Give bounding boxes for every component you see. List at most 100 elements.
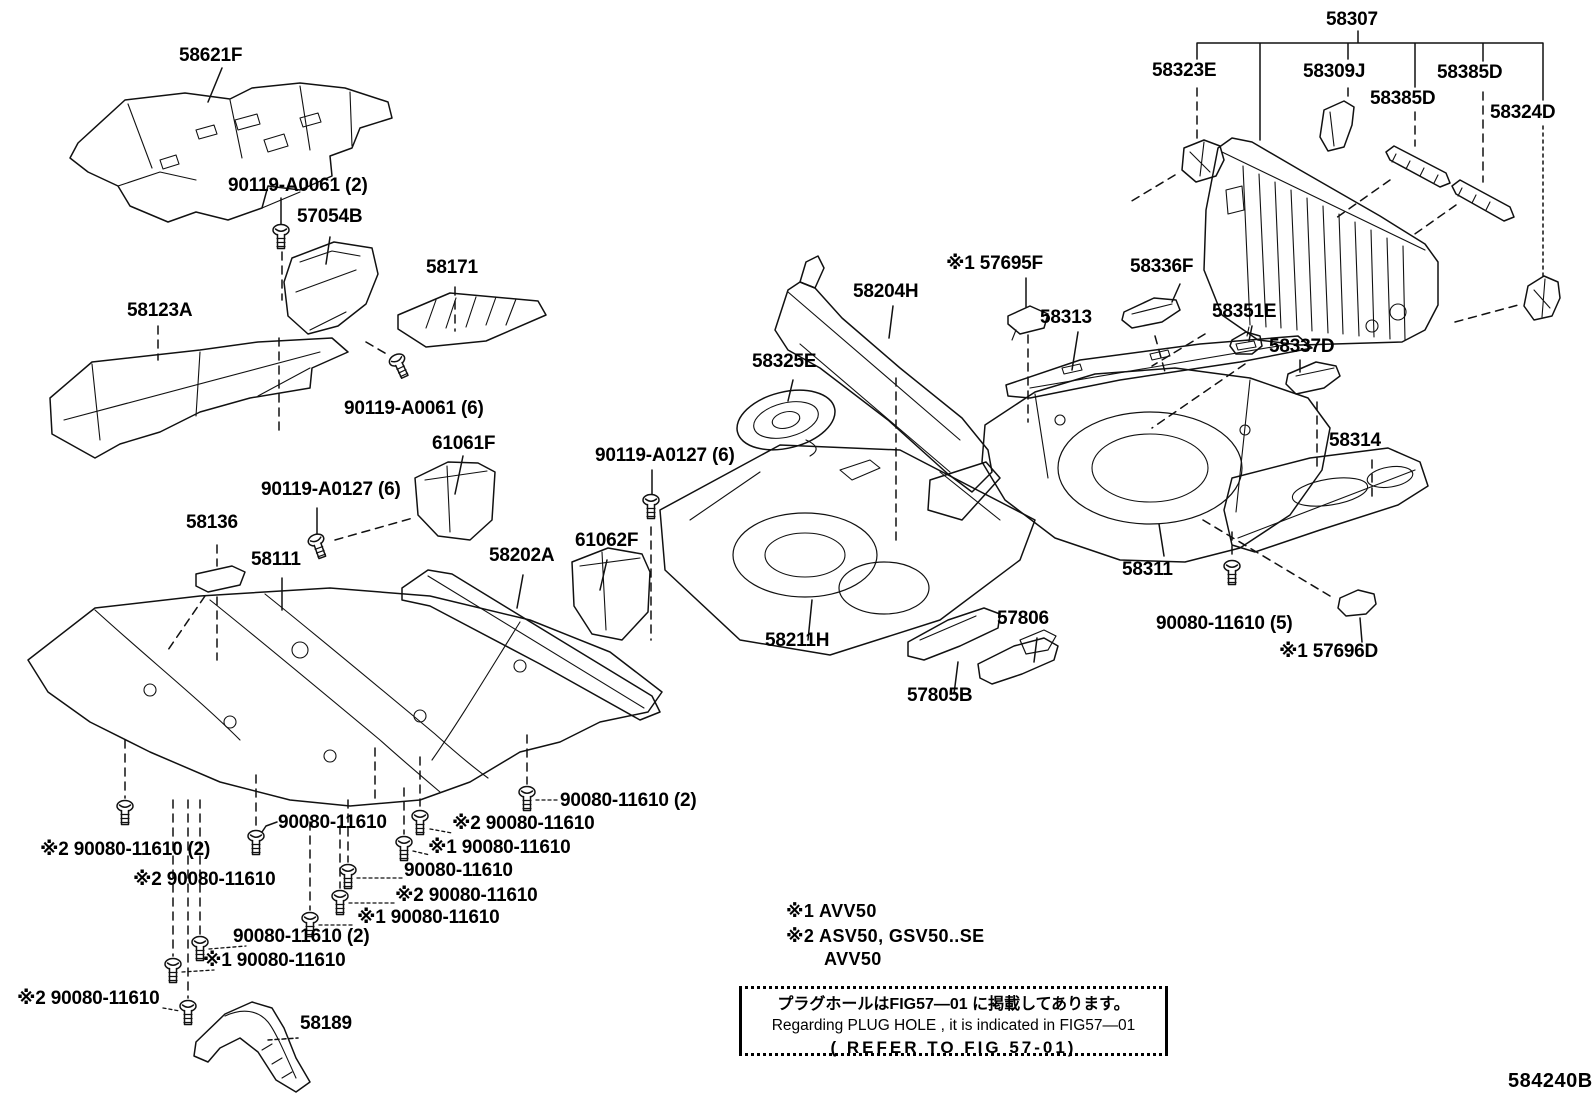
part-drawing-58313 [1005,335,1313,399]
legend-note-2: ※2 ASV50, GSV50..SE [786,926,985,946]
part-drawing-58111 [27,587,663,807]
bolt-icon [339,863,357,890]
part-drawing-58351E [1229,326,1263,355]
part-drawing-58325E [736,389,836,457]
callout-bracket-58307 [1196,30,1544,141]
bolt-icons [116,223,1241,1026]
bolt-icon [247,829,265,856]
plug-hole-note-box: プラグホールはFIG57―01 に掲載してあります。 Regarding PLU… [739,986,1168,1057]
bolt-icon [331,889,349,916]
bolt-icon [386,350,413,381]
bolt-icon [1223,559,1241,586]
part-drawing-58385D-upper [1385,145,1451,188]
part-label-58202A: 58202A [489,545,555,566]
part-label-58351E: 58351E [1212,301,1277,322]
bolt-icon [411,809,429,836]
part-label-2-90080-11610: ※2 90080-11610 [452,813,595,834]
part-label-57806: 57806 [997,608,1049,629]
bolt-icon [642,493,660,520]
part-drawing-58136 [195,565,246,593]
part-drawing-57806 [977,629,1059,685]
part-drawing-57805B [907,607,1001,661]
part-label-61061F: 61061F [432,433,496,454]
part-label-57054B: 57054B [297,206,363,227]
part-label-58311: 58311 [1122,559,1173,580]
part-label-90080-11610-5: 90080-11610 (5) [1156,613,1293,634]
part-label-58385D: 58385D [1370,88,1436,109]
bolt-icon [518,785,536,812]
part-label-58123A: 58123A [127,300,193,321]
part-drawing-58307-back-panel [1203,137,1439,346]
part-label-90119-A0127-6: 90119-A0127 (6) [595,445,735,466]
part-label-90080-11610: 90080-11610 [404,860,513,881]
note-refer-line: ( REFER TO FIG 57-01) [830,1037,1077,1057]
part-drawing-58323E [1181,139,1225,183]
part-drawing-58189 [193,1001,311,1093]
part-label-58171: 58171 [426,257,478,278]
part-label-2-90080-11610: ※2 90080-11610 [133,869,276,890]
part-drawing-58171 [397,292,547,348]
part-drawing-58324D [1523,275,1561,321]
part-label-58309J: 58309J [1303,61,1366,82]
bolt-icon [116,799,134,826]
part-label-58325E: 58325E [752,351,817,372]
part-label-1-90080-11610: ※1 90080-11610 [357,907,500,928]
part-label-58307: 58307 [1326,9,1378,30]
part-drawing-58314 [1223,447,1429,553]
part-drawing-58204H [774,255,1001,521]
part-label-58621F: 58621F [179,45,243,66]
part-label-1-57695F: ※1 57695F [946,253,1043,274]
part-drawing-58621F [69,82,393,223]
part-label-1-90080-11610: ※1 90080-11610 [428,837,571,858]
part-drawing-58211H [659,444,1036,656]
part-label-58324D: 58324D [1490,102,1556,123]
part-label-58337D: 58337D [1269,336,1335,357]
part-label-58111: 58111 [251,549,301,570]
part-label-58336F: 58336F [1130,256,1194,277]
leader-lines [207,67,1363,1041]
part-label-61062F: 61062F [575,530,639,551]
part-label-2-90080-11610-2: ※2 90080-11610 (2) [40,839,211,860]
part-drawing-57695F [1007,305,1049,341]
figure-code: 584240B [1508,1070,1592,1092]
part-label-90119-A0061-2: 90119-A0061 (2) [228,175,368,196]
note-english: Regarding PLUG HOLE , it is indicated in… [771,1016,1136,1034]
part-drawing-57054B [283,241,379,335]
note-japanese: プラグホールはFIG57―01 に掲載してあります。 [777,996,1130,1013]
part-label-58385D: 58385D [1437,62,1503,83]
bolt-icon [164,957,182,984]
bolt-icon [179,999,197,1026]
part-drawing-58123A [49,337,349,459]
part-label-58204H: 58204H [853,281,919,302]
part-label-2-90080-11610: ※2 90080-11610 [17,988,160,1009]
part-label-1-90080-11610: ※1 90080-11610 [203,950,346,971]
part-label-2-90080-11610: ※2 90080-11610 [395,885,538,906]
part-drawing-58202A [401,569,661,721]
legend-note-1: ※1 AVV50 [786,901,877,921]
part-label-58136: 58136 [186,512,238,533]
part-label-58211H: 58211H [765,630,830,651]
part-drawing-58311 [981,367,1331,563]
part-drawing-58336F [1121,297,1181,329]
bolt-icon [272,223,290,250]
part-label-90119-A0061-6: 90119-A0061 (6) [344,398,484,419]
bolt-icon [395,835,413,862]
part-label-90119-A0127-6: 90119-A0127 (6) [261,479,401,500]
part-label-90080-11610-2: 90080-11610 (2) [560,790,697,811]
part-label-58323E: 58323E [1152,60,1217,81]
part-label-58314: 58314 [1329,430,1381,451]
part-label-58189: 58189 [300,1013,352,1034]
part-drawing-58309J [1319,100,1355,152]
part-drawing-58337D [1285,361,1341,395]
part-drawing-61062F [571,547,651,641]
part-label-57805B: 57805B [907,685,973,706]
part-label-90080-11610-2: 90080-11610 (2) [233,926,370,947]
part-label-58313: 58313 [1040,307,1092,328]
legend-note-2-continued: AVV50 [824,949,882,969]
construction-lines [124,87,1544,1012]
part-drawing-61061F [414,461,496,541]
part-label-90080-11610: 90080-11610 [278,812,387,833]
part-label-1-57696D: ※1 57696D [1279,641,1379,662]
